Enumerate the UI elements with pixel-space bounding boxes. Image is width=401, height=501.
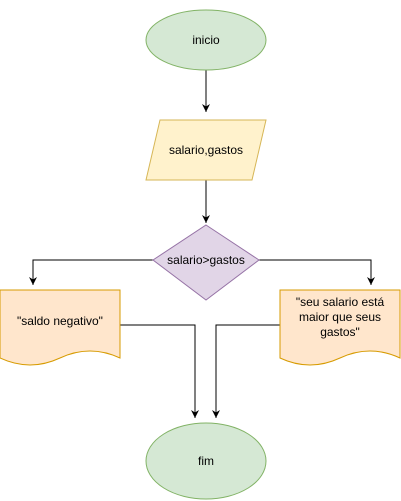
start-label: inicio [192, 33, 220, 47]
edge-decision-to-right-doc [259, 259, 375, 285]
decision-label: salario>gastos [167, 253, 245, 267]
doc-right-node[interactable]: "seu salario está maior que seus gastos" [279, 289, 401, 366]
doc-right-label-line-2: maior que seus [299, 310, 381, 324]
start-node[interactable]: inicio [145, 9, 267, 71]
doc-right-label-line-1: "seu salario está [296, 295, 385, 309]
edge-right-doc-to-end [212, 324, 280, 418]
connectors [29, 70, 375, 418]
edge-left-doc-to-end [120, 324, 199, 418]
input-parallelogram [145, 119, 267, 181]
input-node[interactable]: salario,gastos [145, 119, 267, 181]
decision-node[interactable]: salario>gastos [152, 224, 260, 301]
doc-right-shape [279, 289, 401, 366]
start-ellipse [145, 9, 267, 71]
doc-right-label-line-3: gastos" [320, 325, 360, 339]
doc-left-node[interactable]: "saldo negativo" [0, 289, 121, 366]
end-node[interactable]: fim [145, 422, 267, 500]
doc-left-shape [0, 289, 121, 366]
end-ellipse [145, 422, 267, 500]
doc-left-label: "saldo negativo" [17, 314, 103, 328]
end-label: fim [198, 454, 214, 468]
input-label: salario,gastos [169, 143, 243, 157]
decision-diamond [152, 224, 260, 301]
edge-decision-to-left-doc [29, 259, 153, 285]
